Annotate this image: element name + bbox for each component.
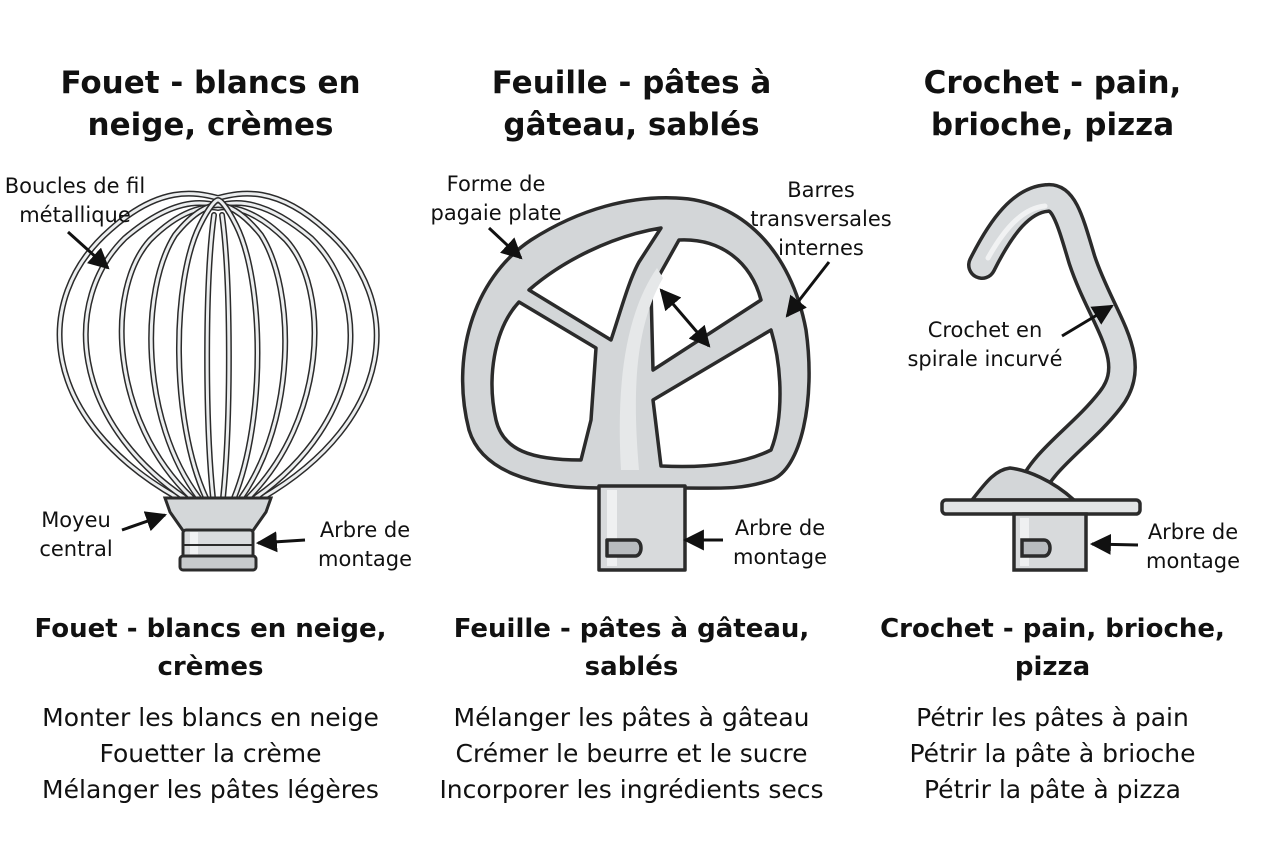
- paddle-uses-list: Mélanger les pâtes à gâteau Crémer le be…: [421, 700, 842, 808]
- paddle-shape-label: Forme de pagaie plate: [430, 172, 562, 225]
- use-item: Incorporer les ingrédients secs: [439, 775, 824, 804]
- arrow-shaft: [1089, 533, 1139, 555]
- whisk-shaft-label: Arbre de montage: [318, 518, 412, 571]
- whisk-hub: [162, 496, 274, 572]
- hook-top-title: Crochet - pain, brioche, pizza: [923, 65, 1182, 143]
- arrow-hub: [121, 511, 167, 532]
- paddle-shaft-label: Arbre de montage: [733, 516, 827, 569]
- use-item: Mélanger les pâtes légères: [42, 775, 379, 804]
- arrow-bar-span: [659, 288, 711, 348]
- whisk-top-title: Fouet - blancs en neige, crèmes: [60, 65, 361, 143]
- whisk-bottom-title: Fouet - blancs en neige, crèmes: [34, 614, 387, 682]
- use-item: Fouetter la crème: [99, 739, 322, 768]
- hook-base: [940, 466, 1142, 572]
- paddle-body: [460, 196, 811, 572]
- use-item: Crémer le beurre et le sucre: [455, 739, 808, 768]
- paddle-bars-label: Barres transversales internes: [750, 178, 892, 260]
- whisk-uses-list: Monter les blancs en neige Fouetter la c…: [0, 700, 421, 808]
- paddle-bottom-title: Feuille - pâtes à gâteau, sablés: [453, 614, 810, 682]
- paddle-illustration: [460, 196, 831, 572]
- hook-uses-list: Pétrir les pâtes à pain Pétrir la pâte à…: [842, 700, 1263, 808]
- hook-panel: Crochet - pain, brioche, pizza Crochet e…: [842, 0, 1263, 848]
- hook-spiral-label: Crochet en spirale incurvé: [907, 318, 1063, 371]
- arrow-spiral: [1061, 304, 1114, 338]
- arrow-wires: [66, 230, 110, 270]
- use-item: Pétrir la pâte à pizza: [924, 775, 1181, 804]
- paddle-top-title: Feuille - pâtes à gâteau, sablés: [491, 65, 772, 143]
- arrow-bars: [785, 261, 831, 318]
- hook-body: [967, 183, 1137, 507]
- hook-illustration: [940, 183, 1142, 572]
- use-item: Mélanger les pâtes à gâteau: [453, 703, 810, 732]
- arrow-shaft: [255, 531, 306, 553]
- hook-bottom-title: Crochet - pain, brioche, pizza: [880, 614, 1225, 682]
- paddle-panel: Feuille - pâtes à gâteau, sablés Forme d…: [421, 0, 891, 848]
- use-item: Pétrir les pâtes à pain: [916, 703, 1189, 732]
- use-item: Monter les blancs en neige: [42, 703, 379, 732]
- whisk-wires-label: Boucles de fil métallique: [4, 174, 146, 227]
- whisk-wire-loops: [56, 190, 380, 501]
- arrow-shape: [487, 226, 523, 260]
- use-item: Pétrir la pâte à brioche: [909, 739, 1196, 768]
- whisk-illustration: [56, 190, 380, 572]
- hook-shaft-label: Arbre de montage: [1146, 520, 1240, 573]
- whisk-panel: Fouet - blancs en neige, crèmes Boucles …: [0, 0, 421, 848]
- whisk-hub-label: Moyeu central: [39, 508, 113, 561]
